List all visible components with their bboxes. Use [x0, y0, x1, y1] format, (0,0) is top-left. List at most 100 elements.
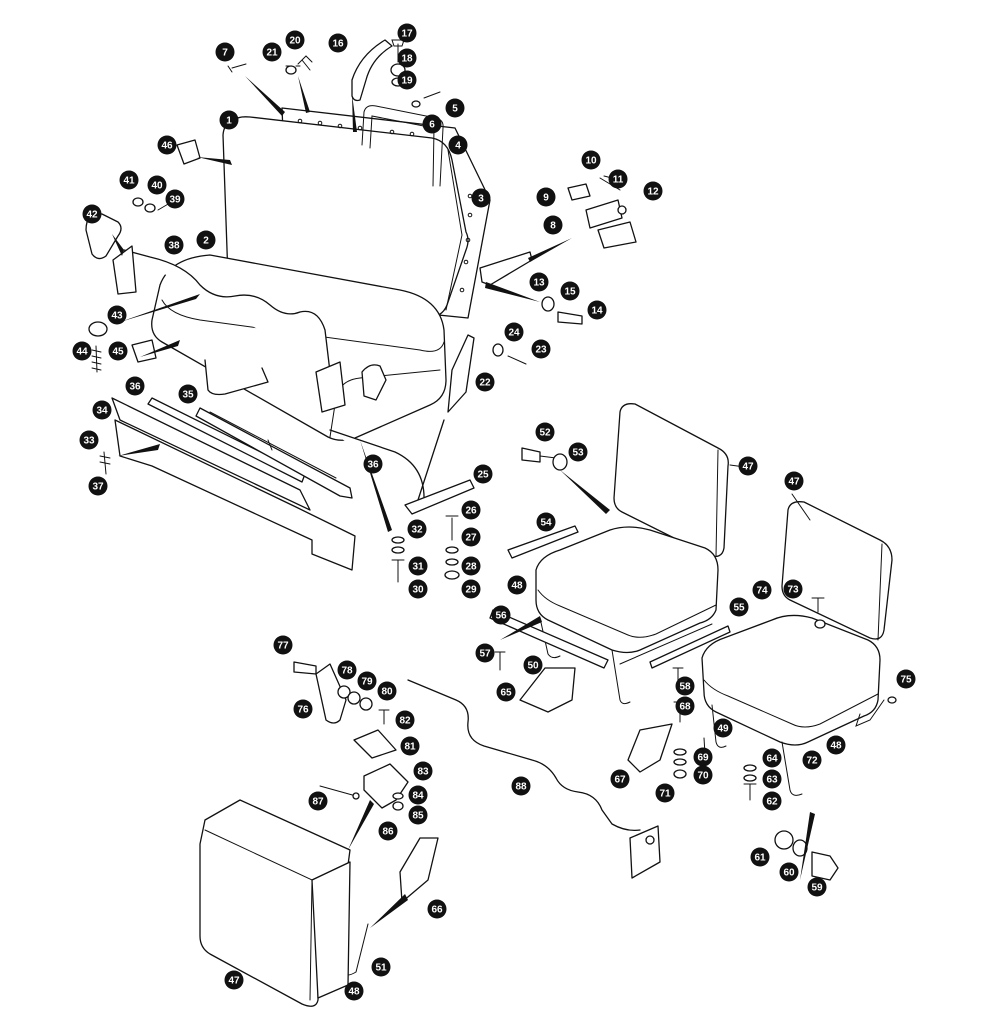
slide-rail-54 — [507, 525, 579, 559]
panel-holes — [297, 118, 473, 293]
callout-label: 77 — [277, 641, 289, 652]
callout-marker — [157, 135, 177, 155]
washer-53 — [552, 453, 568, 471]
bolt-20 — [297, 55, 313, 71]
callout-69: 69 — [693, 747, 713, 767]
callout-51: 51 — [371, 957, 391, 977]
callout-marker — [536, 512, 556, 532]
callout-50: 50 — [523, 655, 543, 675]
callout-marker — [529, 272, 549, 292]
leader-arrows — [112, 65, 815, 928]
bracket-76 — [315, 663, 347, 724]
callout-label: 78 — [341, 666, 353, 677]
right-seat-bracket — [315, 361, 346, 413]
callout-label: 71 — [659, 789, 671, 800]
callout-37: 37 — [88, 476, 108, 496]
callout-marker — [523, 655, 543, 675]
callout-label: 46 — [161, 141, 173, 152]
callout-marker — [88, 476, 108, 496]
callout-marker — [407, 519, 427, 539]
callout-marker — [125, 376, 145, 396]
callout-marker — [750, 847, 770, 867]
callout-marker — [581, 150, 601, 170]
callout-label: 66 — [431, 905, 443, 916]
bracket-16 — [351, 39, 393, 102]
washer-32 — [391, 536, 405, 544]
callout-13: 13 — [529, 272, 549, 292]
rail-35 — [195, 407, 353, 499]
callout-21: 21 — [262, 42, 282, 62]
callout-marker — [693, 765, 713, 785]
slide-rail-56 — [489, 609, 609, 669]
callout-36: 36 — [363, 454, 383, 474]
callout-32: 32 — [407, 519, 427, 539]
callout-label: 16 — [332, 39, 344, 50]
callout-marker — [224, 970, 244, 990]
clip-46 — [176, 139, 201, 165]
callout-marker — [762, 791, 782, 811]
callout-label: 75 — [900, 675, 912, 686]
callout-5: 5 — [445, 98, 465, 118]
slide-rail-55 — [649, 625, 731, 669]
callout-56: 56 — [491, 605, 511, 625]
callout-marker — [807, 877, 827, 897]
callout-marker — [72, 341, 92, 361]
callout-label: 52 — [539, 428, 551, 439]
callout-marker — [328, 33, 348, 53]
backrest-handle — [361, 105, 444, 187]
callout-16: 16 — [328, 33, 348, 53]
bolt-23 — [507, 355, 527, 365]
callout-label: 76 — [297, 705, 309, 716]
callout-40: 40 — [147, 175, 167, 195]
callout-label: 39 — [169, 195, 181, 206]
crossbar-88 — [407, 679, 641, 832]
callout-marker — [215, 42, 235, 62]
bolt-7 — [227, 63, 247, 73]
callout-label: 50 — [527, 661, 539, 672]
callout-marker — [285, 30, 305, 50]
washer-69 — [673, 748, 687, 756]
callout-marker — [475, 372, 495, 392]
callout-39: 39 — [165, 189, 185, 209]
bracket-22 — [447, 334, 475, 413]
callout-label: 23 — [535, 345, 547, 356]
callout-48: 48 — [507, 575, 527, 595]
bolt-52 — [521, 447, 541, 463]
screw-73 — [811, 597, 825, 613]
callout-marker — [196, 230, 216, 250]
callout-53: 53 — [568, 442, 588, 462]
bench-seat-group — [85, 39, 637, 583]
callout-label: 62 — [766, 797, 778, 808]
callout-marker — [507, 575, 527, 595]
callout-marker — [762, 748, 782, 768]
seat-stand — [204, 359, 269, 396]
callout-marker — [461, 527, 481, 547]
callout-38: 38 — [164, 235, 184, 255]
callout-label: 20 — [289, 36, 301, 47]
callout-label: 44 — [76, 347, 88, 358]
callout-41: 41 — [119, 170, 139, 190]
callout-marker — [397, 23, 417, 43]
washer-6 — [411, 100, 421, 108]
callout-4: 4 — [448, 135, 468, 155]
backrest-cushion — [222, 116, 469, 319]
hinge-bracket-13 — [479, 251, 533, 286]
callout-label: 88 — [515, 782, 527, 793]
callout-74: 74 — [752, 580, 772, 600]
callout-63: 63 — [762, 769, 782, 789]
callout-label: 85 — [412, 811, 424, 822]
callout-68: 68 — [675, 696, 695, 716]
callout-label: 34 — [96, 406, 108, 417]
lower-seat-side — [311, 861, 351, 999]
bolt-26 — [445, 515, 459, 541]
callout-marker — [461, 556, 481, 576]
callout-label: 86 — [382, 827, 394, 838]
callout-label: 72 — [806, 756, 818, 767]
callout-marker — [107, 305, 127, 325]
washer-21 — [285, 65, 297, 75]
callout-marker — [408, 785, 428, 805]
callout-marker — [504, 322, 524, 342]
callout-marker — [784, 471, 804, 491]
callout-marker — [164, 235, 184, 255]
callout-60: 60 — [779, 862, 799, 882]
